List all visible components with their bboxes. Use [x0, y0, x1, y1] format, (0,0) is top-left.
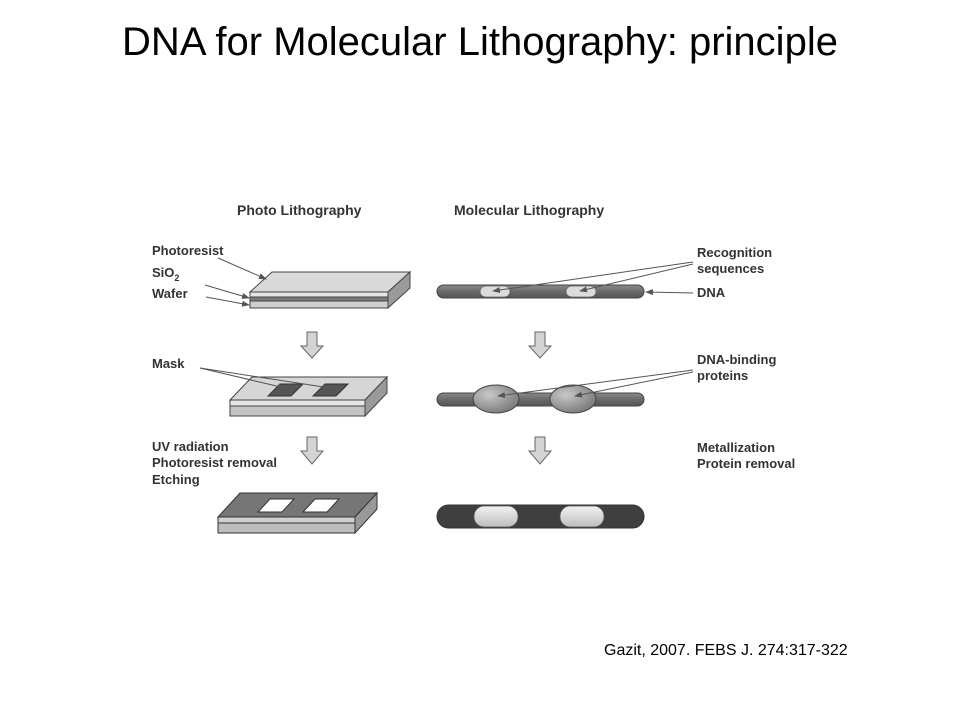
- photoresist-label: Photoresist: [152, 243, 224, 258]
- uv-radiation-label: UV radiation: [152, 439, 229, 454]
- dna-pointer: [645, 289, 694, 296]
- protein-pointer: [574, 371, 694, 398]
- sio2-label: SiO2: [152, 265, 179, 283]
- down-arrow-icon: [527, 436, 553, 465]
- citation: Gazit, 2007. FEBS J. 274:317-322: [604, 642, 848, 659]
- dna-with-proteins: [436, 384, 645, 414]
- mask-pointer: [199, 367, 331, 390]
- wafer-stack-initial: [248, 270, 412, 310]
- molecular-lithography-header: Molecular Lithography: [454, 202, 604, 218]
- metallized-dna-wire: [436, 504, 645, 529]
- etched-wafer: [216, 491, 379, 535]
- protein-removal-label: Protein removal: [697, 456, 795, 471]
- sio2-pointer: [204, 284, 250, 299]
- mask-pointer: [199, 367, 286, 390]
- wafer-label: Wafer: [152, 286, 188, 301]
- sequences-label: sequences: [697, 261, 764, 276]
- photo-lithography-header: Photo Lithography: [237, 202, 362, 218]
- metallization-label: Metallization: [697, 440, 775, 455]
- mask-label: Mask: [152, 356, 185, 371]
- proteins-label: proteins: [697, 368, 748, 383]
- recognition-label: Recognition: [697, 245, 772, 260]
- down-arrow-icon: [299, 436, 325, 465]
- photoresist-pointer: [217, 257, 267, 280]
- recognition-pointer: [492, 261, 694, 293]
- lithography-diagram: Photo Lithography Molecular Lithography …: [152, 202, 795, 535]
- recognition-pointer: [579, 263, 694, 293]
- etching-label: Etching: [152, 472, 200, 487]
- down-arrow-icon: [299, 331, 325, 359]
- slide-title: DNA for Molecular Lithography: principle: [122, 20, 838, 64]
- dna-binding-label: DNA-binding: [697, 352, 776, 367]
- masked-wafer: [228, 375, 389, 418]
- protein-pointer: [497, 369, 694, 399]
- down-arrow-icon: [527, 331, 553, 359]
- dna-strand: [436, 284, 645, 299]
- dna-label: DNA: [697, 285, 726, 300]
- photoresist-removal-label: Photoresist removal: [152, 455, 277, 470]
- wafer-pointer: [205, 296, 250, 307]
